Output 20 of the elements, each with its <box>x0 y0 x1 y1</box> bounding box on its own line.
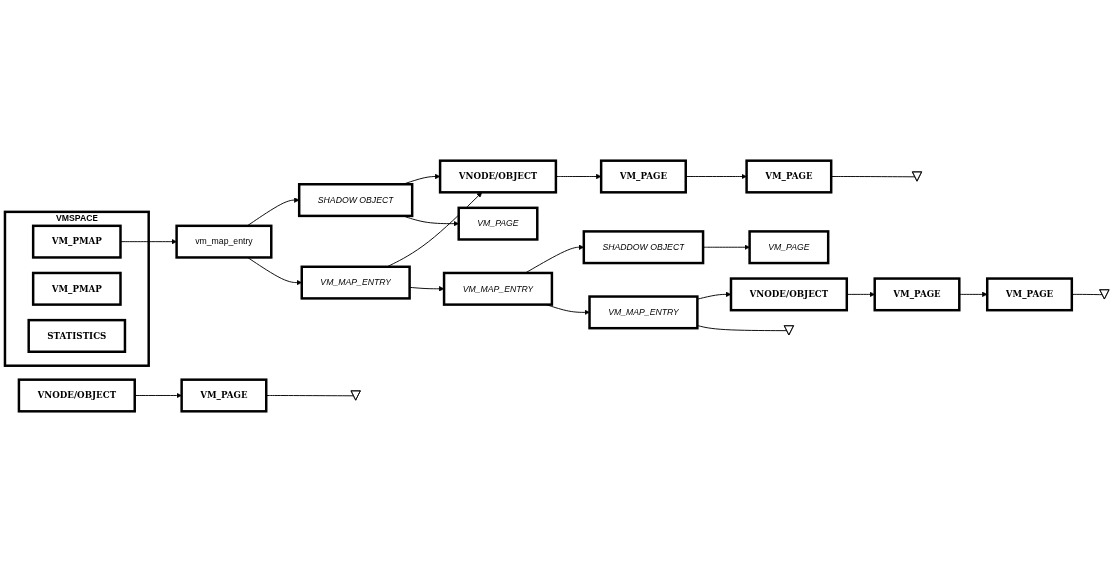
node-box: VNODE/OBJECT <box>17 377 136 413</box>
node-box: VM_PAGE <box>599 158 687 194</box>
connector <box>1071 293 1103 295</box>
node-box: VM_PAGE <box>748 229 830 264</box>
node-box: VM_PAGE <box>986 276 1074 311</box>
node-box: SHADOW OBJECT <box>297 182 414 217</box>
node-box: VM_PAGE <box>873 276 961 311</box>
node-box: VM_PAGE <box>457 206 539 241</box>
node-box: VM_PMAP <box>31 271 122 306</box>
node-box: VNODE/OBJECT <box>729 276 849 311</box>
node-box: STATISTICS <box>27 318 127 353</box>
node-box: SHADDOW OBJECT <box>582 229 705 264</box>
node-box: VNODE/OBJECT <box>438 158 558 194</box>
node-box: VM_PMAP <box>31 224 122 259</box>
node-box: VM_PAGE <box>745 158 833 194</box>
node-box: VM_PAGE <box>180 377 268 413</box>
node-box: VM_MAP_ENTRY <box>300 265 411 300</box>
node-box: VM_MAP_ENTRY <box>442 271 554 306</box>
node-box: VM_MAP_ENTRY <box>588 294 699 329</box>
node-box: vm_map_entry <box>175 224 273 259</box>
